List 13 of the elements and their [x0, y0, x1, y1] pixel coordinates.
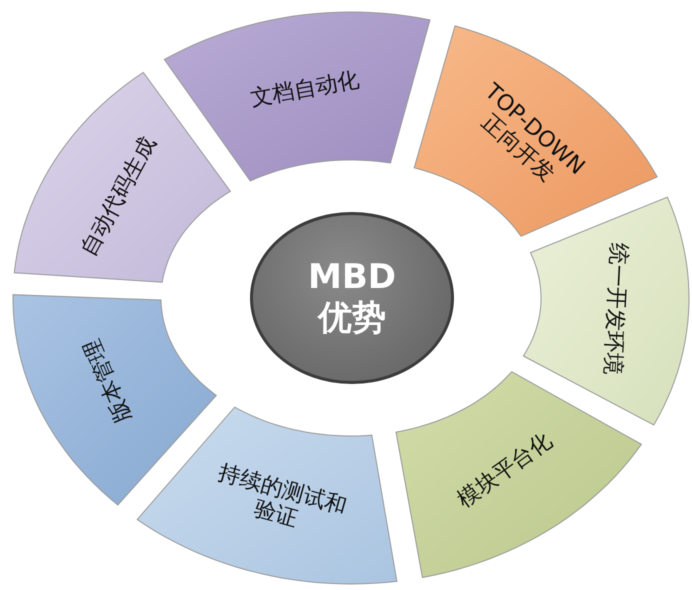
segment-label: 统一开发环境: [598, 242, 631, 376]
segment-label: 文档自动化: [248, 67, 362, 112]
ring-segment: [13, 71, 232, 284]
segment-label: 自动代码生成: [76, 132, 162, 261]
ring-segment: [136, 406, 398, 585]
center-label: MBD 优势: [307, 257, 397, 339]
segment-label: 模块平台化: [453, 428, 558, 513]
ring-segment: [163, 11, 431, 182]
ring-segment: [413, 24, 659, 238]
ring-segment: [12, 293, 218, 507]
segment-label: 持续的测试和验证: [215, 458, 351, 534]
segment-label: 版本管理: [78, 335, 136, 426]
ring-segment: [522, 196, 690, 427]
